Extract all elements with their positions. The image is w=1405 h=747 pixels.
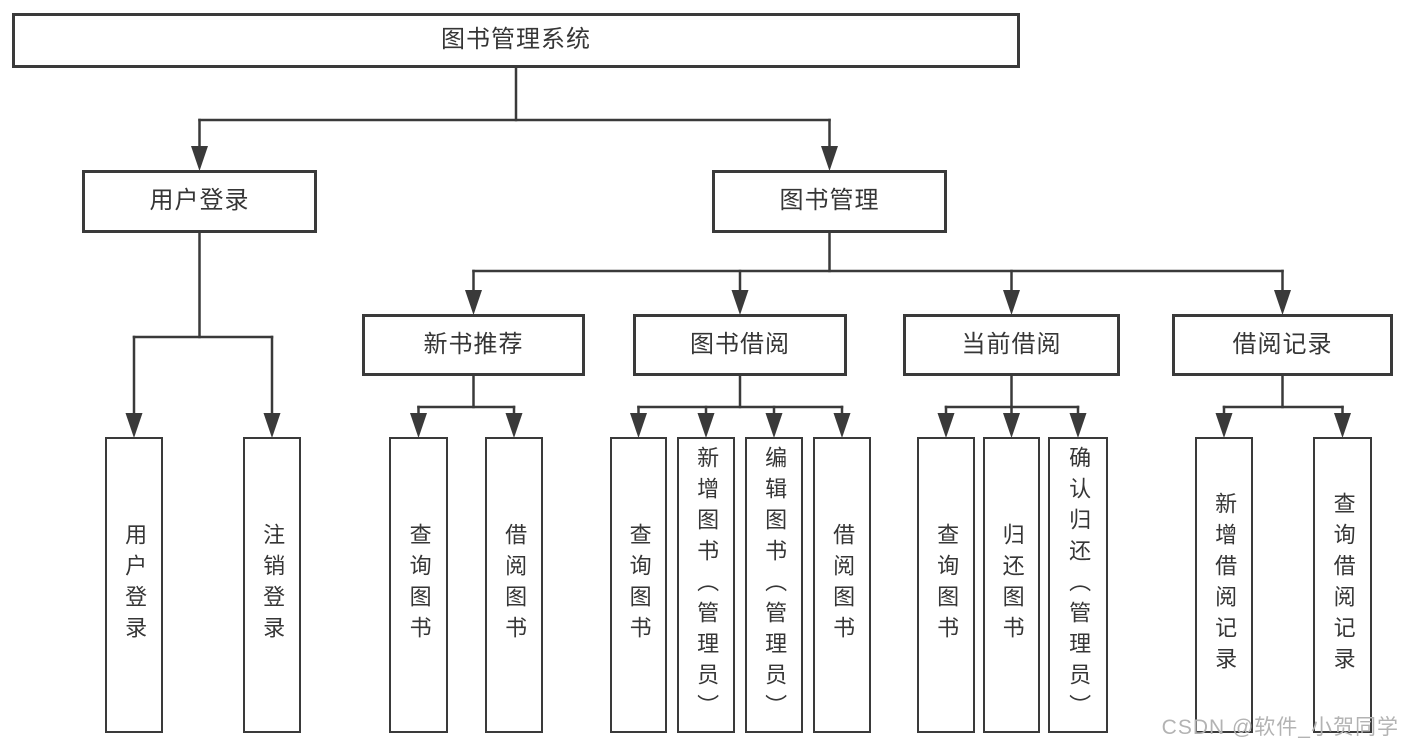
node-leaf-confirm-return: 确认归还（管理员） xyxy=(1048,437,1108,733)
edge-user-login xyxy=(125,231,281,438)
node-leaf-user-login: 用户登录 xyxy=(105,437,163,733)
arrow-down-icon xyxy=(821,146,838,171)
arrow-down-icon xyxy=(833,413,851,438)
node-leaf-query-book-1: 查询图书 xyxy=(389,437,448,733)
node-root: 图书管理系统 xyxy=(12,13,1020,68)
edge-new-book-rec xyxy=(410,374,523,438)
node-leaf-query-book-2: 查询图书 xyxy=(610,437,667,733)
arrow-down-icon xyxy=(410,413,427,438)
arrow-down-icon xyxy=(505,413,523,438)
node-current-borrow: 当前借阅 xyxy=(903,314,1120,376)
edge-book-mgmt xyxy=(465,231,1291,315)
edge-borrow-records xyxy=(1215,374,1351,438)
node-leaf-borrow-book-1: 借阅图书 xyxy=(485,437,543,733)
arrow-down-icon xyxy=(630,413,647,438)
node-leaf-query-book-3: 查询图书 xyxy=(917,437,975,733)
node-book-mgmt: 图书管理 xyxy=(712,170,947,233)
watermark-text: CSDN @软件_小贺同学 xyxy=(1161,716,1399,739)
edge-current-borrow xyxy=(937,374,1087,438)
edge-book-borrow xyxy=(630,374,851,438)
node-borrow-records: 借阅记录 xyxy=(1172,314,1393,376)
arrow-down-icon xyxy=(263,413,281,438)
node-leaf-logout: 注销登录 xyxy=(243,437,301,733)
arrow-down-icon xyxy=(1274,290,1291,315)
edge-root xyxy=(191,66,838,171)
node-leaf-add-borrow-record: 新增借阅记录 xyxy=(1195,437,1253,733)
arrow-down-icon xyxy=(697,413,715,438)
arrow-down-icon xyxy=(937,413,955,438)
arrow-down-icon xyxy=(1069,413,1087,438)
arrow-down-icon xyxy=(1215,413,1233,438)
arrow-down-icon xyxy=(465,290,482,315)
arrow-down-icon xyxy=(1003,413,1020,438)
arrow-down-icon xyxy=(765,413,783,438)
node-leaf-add-book: 新增图书（管理员） xyxy=(677,437,735,733)
node-leaf-edit-book: 编辑图书（管理员） xyxy=(745,437,803,733)
node-leaf-return-book: 归还图书 xyxy=(983,437,1040,733)
node-new-book-rec: 新书推荐 xyxy=(362,314,585,376)
arrow-down-icon xyxy=(125,413,143,438)
arrow-down-icon xyxy=(731,290,749,315)
arrow-down-icon xyxy=(191,146,208,171)
node-user-login: 用户登录 xyxy=(82,170,317,233)
arrow-down-icon xyxy=(1334,413,1351,438)
node-leaf-query-borrow-record: 查询借阅记录 xyxy=(1313,437,1372,733)
node-book-borrow: 图书借阅 xyxy=(633,314,847,376)
arrow-down-icon xyxy=(1003,290,1020,315)
node-leaf-borrow-book-2: 借阅图书 xyxy=(813,437,871,733)
